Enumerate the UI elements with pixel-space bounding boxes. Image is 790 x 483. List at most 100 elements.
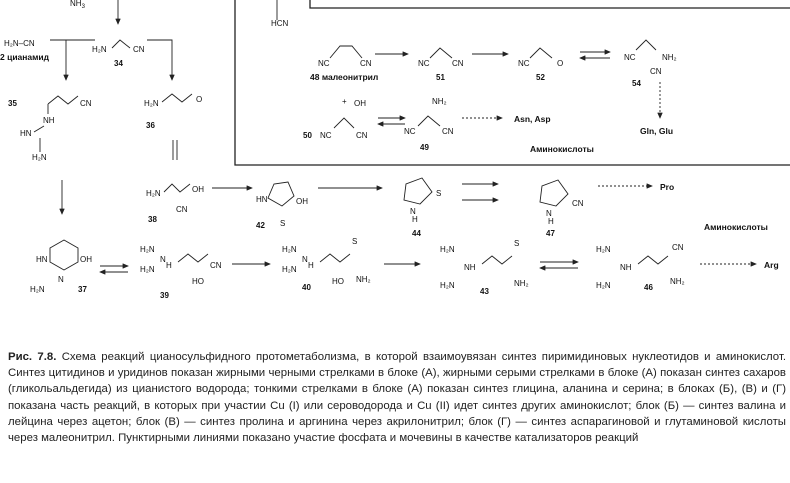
mol36-chain [161,93,193,103]
reaction-scheme: NH3 H₂N–CN 2 цианамид H₂N CN 34 CN NH HN… [0,0,790,300]
figure-number: Рис. 7.8. [8,351,57,363]
pro-label: Pro [660,182,674,192]
mol49-cn: CN [442,127,454,136]
mol38-cn: CN [176,205,188,214]
mol44-s: S [436,189,441,198]
mol44-n: N [410,207,416,216]
mol52-bonds [529,47,553,59]
mol49-nc: NC [404,127,416,136]
mol39-n: N [160,255,166,264]
mol34-bonds [111,39,131,49]
mol46-nh2: NH₂ [670,277,685,286]
mol35-h2n: H₂N [32,153,47,162]
block-box-outer [234,0,790,166]
mol47-cn: CN [572,199,584,208]
mol42-s: S [280,219,285,228]
mol54-bonds [635,39,657,51]
mol54-cn: CN [650,67,662,76]
mol52-nc: NC [518,59,530,68]
mol47-n: N [546,209,552,218]
mol35-cn: CN [80,99,92,108]
mol36-o: O [196,95,202,104]
mol39-h2n-a: H₂N [140,245,155,254]
h2n-cn-label: H₂N–CN [4,39,35,48]
mol35-chain [47,95,79,105]
compound-34: 34 [114,59,123,68]
mol51-bonds [429,47,453,59]
mol48-cn: CN [360,59,372,68]
mol40-ho: HO [332,277,344,286]
mol54-nh2: NH₂ [662,53,677,62]
mol34-h2n: H₂N [92,45,107,54]
compound-44: 44 [412,229,421,238]
compound-42: 42 [256,221,265,230]
mol39-chain [177,253,209,263]
gln-glu-label: Gln, Glu [640,126,673,136]
compound-40: 40 [302,283,311,292]
compound-35: 35 [8,99,17,108]
compound-43: 43 [480,287,489,296]
mol51-nc: NC [418,59,430,68]
mol40-h2n-b: H₂N [282,265,297,274]
mol37-oh: OH [80,255,92,264]
mol39-h: H [166,261,172,270]
mol37-ring [49,239,79,271]
mol50-cn: CN [356,131,368,140]
cyanamide-label: 2 цианамид [0,52,50,62]
mol50-bonds [333,117,355,129]
mol46-h2n-b: H₂N [596,281,611,290]
mol35-bond2 [33,125,45,133]
mol40-s: S [352,237,357,246]
mol50-oh: OH [354,99,366,108]
mol49-nh2: NH₂ [432,97,447,106]
mol40-h: H [308,261,314,270]
mol43-h2n-a: H₂N [440,245,455,254]
mol46-cn: CN [672,243,684,252]
mol43-chain [481,255,513,265]
mol42-ring [267,181,295,207]
compound-48: 48 малеонитрил [310,72,378,82]
mol42-oh: OH [296,197,308,206]
mol52-o: O [557,59,563,68]
mol48-bonds [329,45,363,59]
compound-54: 54 [632,79,641,88]
compound-52: 52 [536,73,545,82]
compound-38: 38 [148,215,157,224]
mol39-ho: HO [192,277,204,286]
mol40-h2n-a: H₂N [282,245,297,254]
mol35-nh: NH [43,116,55,125]
compound-36: 36 [146,121,155,130]
mol44-ring [403,177,433,205]
compound-39: 39 [160,291,169,300]
mol47-h: H [548,217,554,226]
mol54-nc: NC [624,53,636,62]
mol40-n: N [302,255,308,264]
mol47-ring [539,179,569,207]
mol44-h: H [412,215,418,224]
mol43-nh2: NH₂ [514,279,529,288]
arg-label: Arg [764,260,779,270]
mol43-s: S [514,239,519,248]
compound-51: 51 [436,73,445,82]
mol48-nc: NC [318,59,330,68]
mol37-h2n: H₂N [30,285,45,294]
mol46-h2n-a: H₂N [596,245,611,254]
block-box-inner [309,0,790,9]
amino-acids-label-2: Аминокислоты [704,222,768,232]
mol34-cn: CN [133,45,145,54]
compound-37: 37 [78,285,87,294]
mol50-plus: + [342,97,347,106]
mol40-chain [319,253,351,263]
mol42-hn: HN [256,195,268,204]
mol43-h2n-b: H₂N [440,281,455,290]
mol37-hn: HN [36,255,48,264]
mol49-bonds [417,115,441,127]
nh3-label: NH3 [70,0,86,10]
mol38-chain [163,183,191,193]
compound-47: 47 [546,229,555,238]
mol50-nc: NC [320,131,332,140]
mol51-cn: CN [452,59,464,68]
figure-caption: Рис. 7.8. Схема реакций цианосульфидного… [8,349,786,446]
mol38-oh: OH [192,185,204,194]
mol37-n: N [58,275,64,284]
